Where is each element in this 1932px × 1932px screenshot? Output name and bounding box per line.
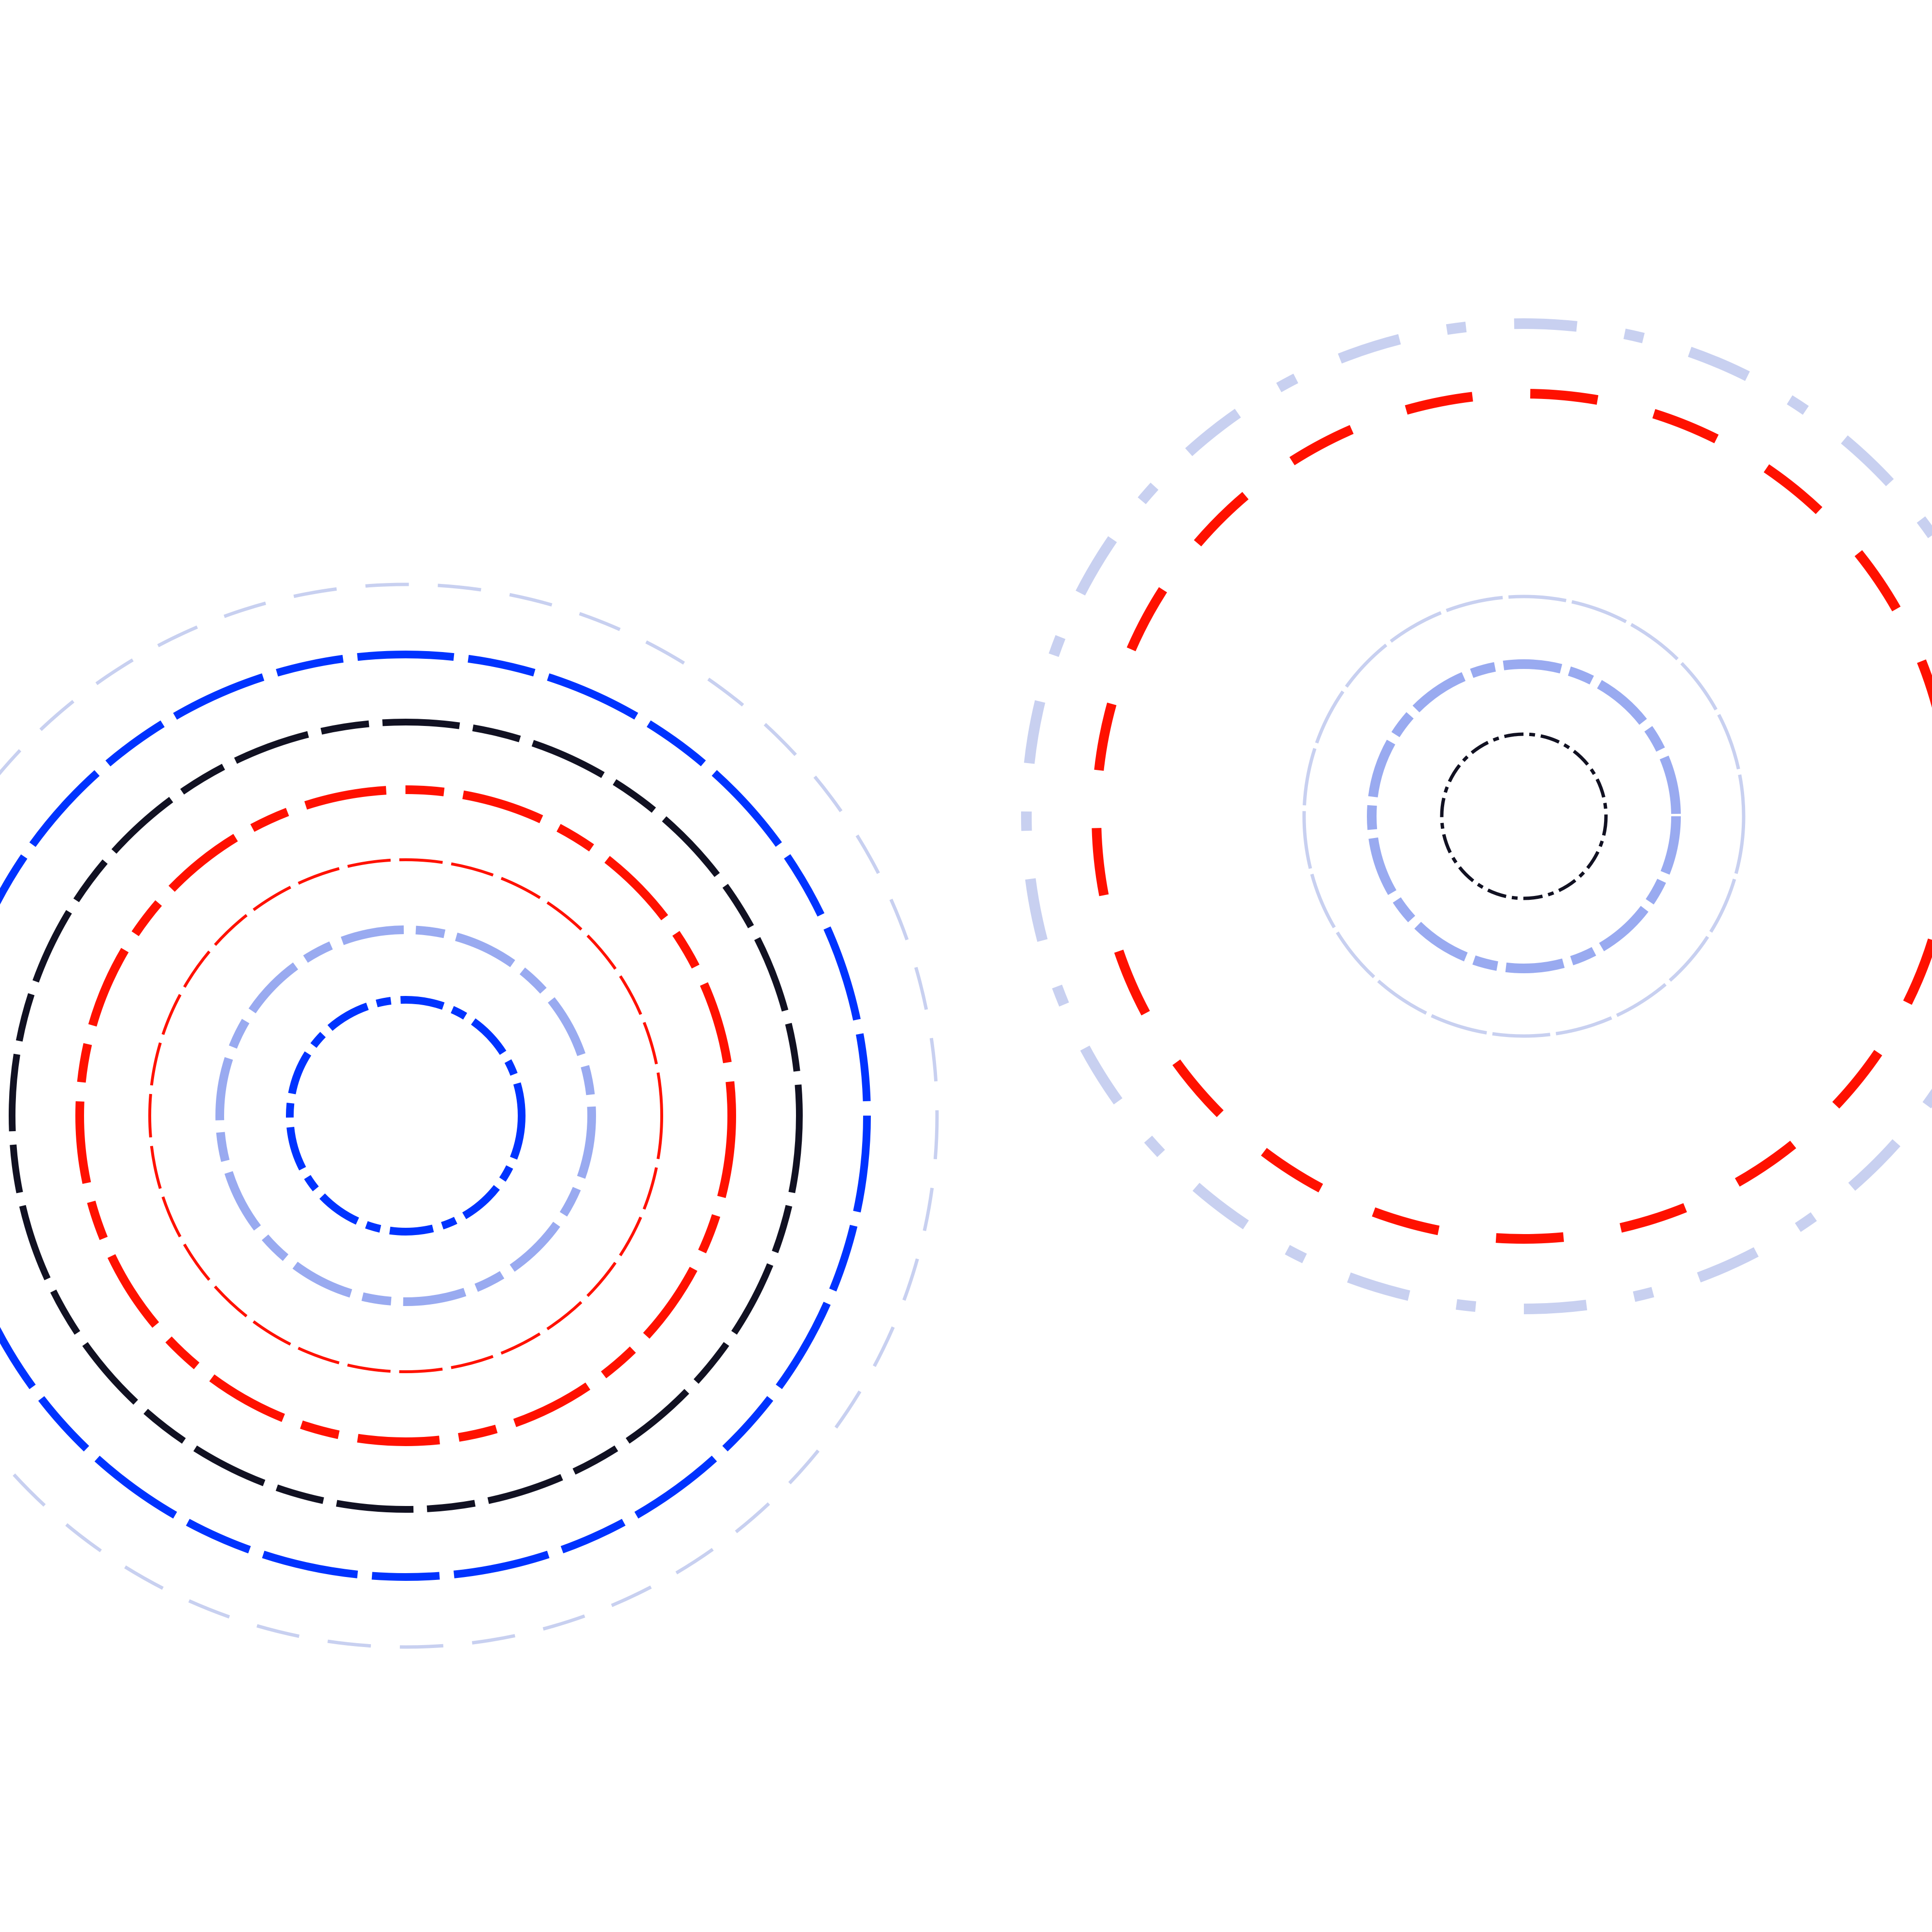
right-ring-navy-inner bbox=[1440, 732, 1608, 900]
right-concentric-group bbox=[1021, 318, 1932, 1314]
right-ring-lavender-thin bbox=[1302, 595, 1746, 1038]
left-ring-blue-inner bbox=[286, 996, 526, 1236]
right-ellipse-lavender-outer bbox=[1021, 318, 1932, 1314]
right-ellipse-red bbox=[1092, 389, 1932, 1244]
left-ring-blue bbox=[0, 651, 871, 1581]
left-ring-navy bbox=[9, 719, 803, 1513]
left-ring-red-thin bbox=[148, 858, 663, 1373]
left-concentric-group bbox=[0, 582, 939, 1649]
left-ring-red-thick bbox=[75, 785, 736, 1446]
left-ring-periwinkle bbox=[215, 925, 596, 1306]
left-ring-lavender-outer bbox=[0, 582, 939, 1649]
right-ring-periwinkle bbox=[1367, 659, 1681, 973]
